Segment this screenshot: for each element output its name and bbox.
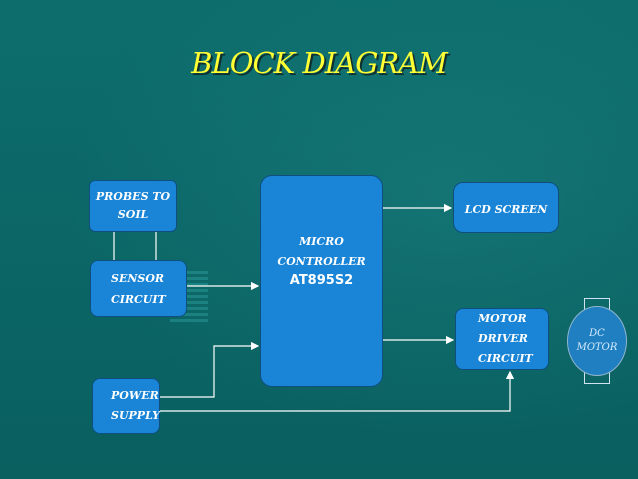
motor-label-line3: CIRCUIT [478, 352, 533, 365]
motor-label-line2: DRIVER [478, 332, 528, 345]
block-power-supply: POWER SUPPLY [92, 378, 160, 434]
probes-label-line1: PROBES TO [95, 190, 171, 203]
motor-label-line1: MOTOR [478, 312, 527, 325]
probes-label-line2: SOIL [117, 208, 149, 221]
wire-power-motor [160, 370, 515, 412]
block-motor-driver-circuit: MOTOR DRIVER CIRCUIT [455, 308, 549, 370]
page-title: BLOCK DIAGRAM [191, 46, 448, 80]
sensor-label-line2: CIRCUIT [111, 292, 166, 306]
micro-label-line2: CONTROLLER [277, 255, 366, 268]
lcd-label: LCD SCREEN [464, 202, 548, 216]
block-micro-controller: MICRO CONTROLLER AT895S2 [260, 175, 383, 387]
block-probes-to-soil: PROBES TO SOIL [89, 180, 177, 232]
block-lcd-screen: LCD SCREEN [453, 182, 559, 233]
micro-label-line1: MICRO [299, 235, 344, 248]
block-dc-motor: DC MOTOR [567, 306, 627, 376]
block-sensor-circuit: SENSOR CIRCUIT [90, 260, 187, 317]
wire-power-micro [160, 341, 260, 398]
power-label-line2: SUPPLY [111, 409, 160, 422]
micro-label-chip: AT895S2 [289, 273, 354, 288]
dc-label-line2: MOTOR [576, 342, 618, 353]
power-label-line1: POWER [111, 389, 159, 402]
dc-label-line1: DC [589, 328, 605, 339]
sensor-label-line1: SENSOR [111, 271, 165, 285]
